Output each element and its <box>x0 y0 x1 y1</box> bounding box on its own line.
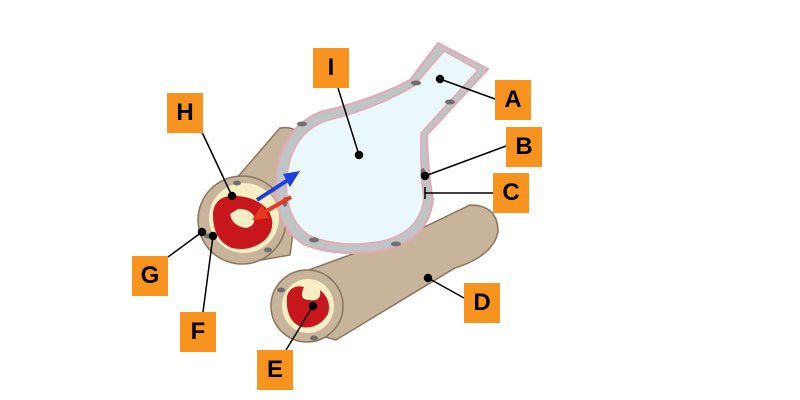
leader-line-g <box>167 231 203 258</box>
label-c: C <box>493 173 529 213</box>
alveolar-cell-6 <box>391 241 401 247</box>
leader-dot-a <box>435 74 445 84</box>
gas-exchange-arrows <box>252 171 300 220</box>
leader-dot-f <box>208 231 218 241</box>
upper-capillary-cell-3 <box>264 247 272 253</box>
leader-line-f <box>202 235 214 313</box>
label-b: B <box>506 127 542 167</box>
alveolar-cell-2 <box>445 99 455 105</box>
leader-dot-g <box>197 227 207 237</box>
leader-line-a <box>439 78 496 100</box>
label-e: E <box>257 350 293 390</box>
label-i: I <box>313 48 349 88</box>
leader-dot-h <box>227 191 237 201</box>
leader-dot-b <box>420 171 430 181</box>
leader-dot-e <box>308 301 318 311</box>
label-a: A <box>495 80 531 120</box>
label-h: H <box>167 93 203 133</box>
leader-line-h <box>200 129 233 197</box>
leader-line-b <box>424 145 507 177</box>
label-d: D <box>464 283 500 323</box>
alveolar-cell-5 <box>309 237 319 243</box>
alveolar-air-space <box>285 50 480 245</box>
lower-capillary-blood <box>286 286 329 328</box>
alveolar-cell-1 <box>411 80 421 86</box>
red-arrow-head <box>252 205 269 220</box>
upper-capillary-blood <box>212 195 273 249</box>
red-arrow-shaft <box>262 195 292 215</box>
label-g: G <box>132 256 168 296</box>
leader-dot-d <box>423 273 433 283</box>
lower-capillary-body <box>297 204 499 341</box>
leader-line-d <box>427 277 465 299</box>
lower-capillary-cell-1 <box>277 287 285 293</box>
alveolar-cell-4 <box>297 121 307 127</box>
blue-arrow-head <box>283 171 300 187</box>
blue-arrow-shaft <box>255 178 290 202</box>
leader-line-i <box>337 87 360 156</box>
label-f: F <box>180 312 216 352</box>
lower-capillary-cell-2 <box>310 335 318 341</box>
leader-lines <box>167 74 507 351</box>
alveolus <box>274 41 490 255</box>
leader-line-e <box>285 305 314 351</box>
upper-capillary-cell-2 <box>233 180 241 186</box>
lower-capillary <box>270 204 499 343</box>
leader-dot-i <box>354 150 364 160</box>
